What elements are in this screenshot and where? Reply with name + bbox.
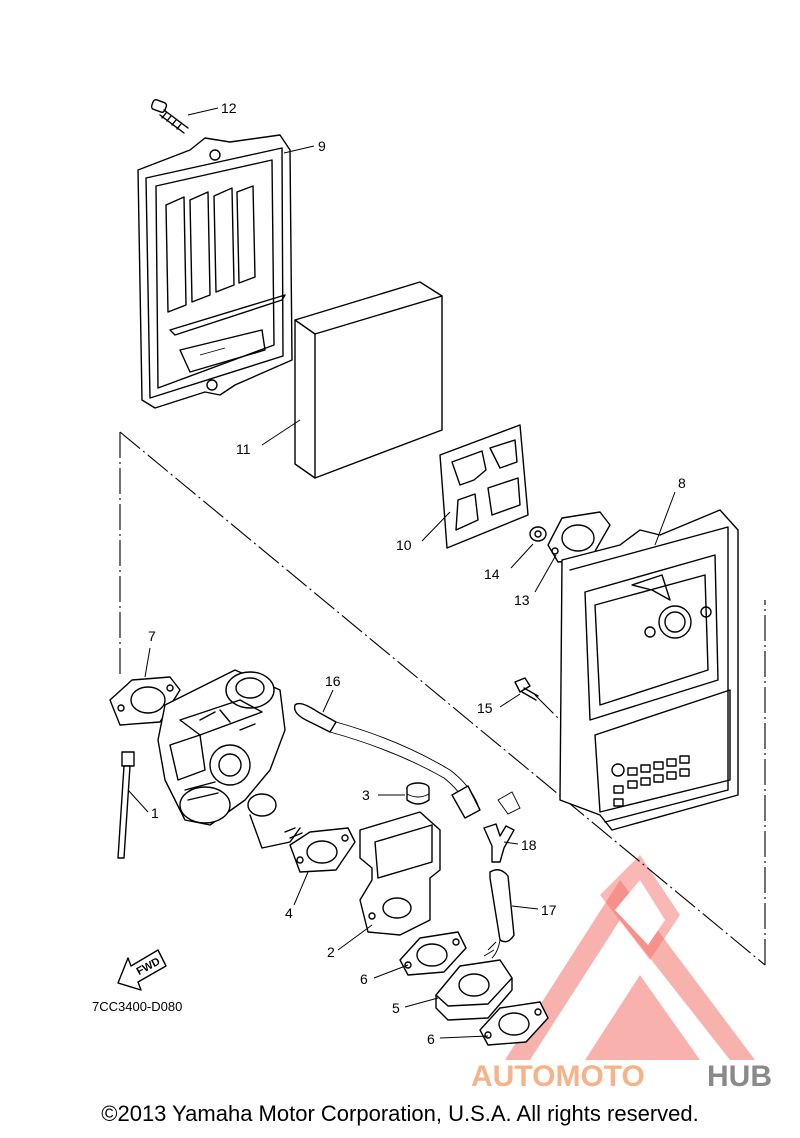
part-17-hose: [483, 869, 515, 959]
fwd-arrow-icon: FWD: [117, 949, 167, 991]
callout-18: 18: [521, 837, 537, 853]
callout-13: 13: [514, 592, 530, 608]
callout-6-lower: 6: [427, 1031, 435, 1047]
automotohub-logo: [505, 855, 755, 1060]
callout-12: 12: [221, 100, 237, 116]
part-13-flange-gasket: [547, 511, 611, 563]
cover-vent-grid: [613, 755, 690, 807]
watermark-brand-b: HUB: [707, 1060, 772, 1093]
callout-9: 9: [318, 138, 326, 154]
part-8-cleaner-cover: [559, 509, 739, 831]
part-10-gasket: [439, 424, 529, 549]
part-12-screw: [150, 99, 189, 134]
watermark-brand-a: AUTOMOTO: [471, 1060, 645, 1093]
part-16-hose: [293, 702, 481, 819]
watermark-text: AUTOMOTO HUB: [471, 1060, 772, 1093]
part-14-nut: [529, 526, 547, 542]
callout-2: 2: [327, 944, 335, 960]
part-7-gasket: [109, 676, 181, 726]
diagram-code: 7CC3400-D080: [92, 999, 182, 1014]
callout-11: 11: [236, 441, 251, 457]
callout-7: 7: [148, 628, 156, 644]
part-11-filter-element: [294, 281, 443, 479]
part-1-cable-tie: [117, 751, 135, 859]
callout-8: 8: [678, 475, 686, 491]
callout-3: 3: [362, 787, 370, 803]
callout-5: 5: [392, 1000, 400, 1016]
callout-17: 17: [541, 902, 557, 918]
part-9-filter-case: [137, 134, 293, 409]
part-6-gasket-upper: [399, 931, 467, 976]
callout-6-upper: 6: [360, 971, 368, 987]
callout-4: 4: [285, 905, 293, 921]
part-2-bracket: [359, 811, 441, 936]
callout-15: 15: [477, 700, 493, 716]
part-4-gasket: [289, 827, 356, 873]
callout-16: 16: [325, 673, 341, 689]
part-18-joint: [483, 791, 521, 863]
leader-lines: [127, 107, 676, 1039]
callout-10: 10: [396, 537, 412, 553]
copyright-notice: ©2013 Yamaha Motor Corporation, U.S.A. A…: [101, 1101, 699, 1126]
part-15-bolt: [514, 677, 539, 701]
callout-14: 14: [484, 566, 500, 582]
part-5-insulator: [435, 959, 513, 1021]
callout-1: 1: [151, 805, 159, 821]
part-6-gasket-lower: [479, 1001, 549, 1046]
carburetor-assembly: [157, 669, 303, 849]
callout-labels: 12 9 11 10 8 14 13 7 16 15 1 3 18 4 17 2…: [148, 100, 686, 1047]
